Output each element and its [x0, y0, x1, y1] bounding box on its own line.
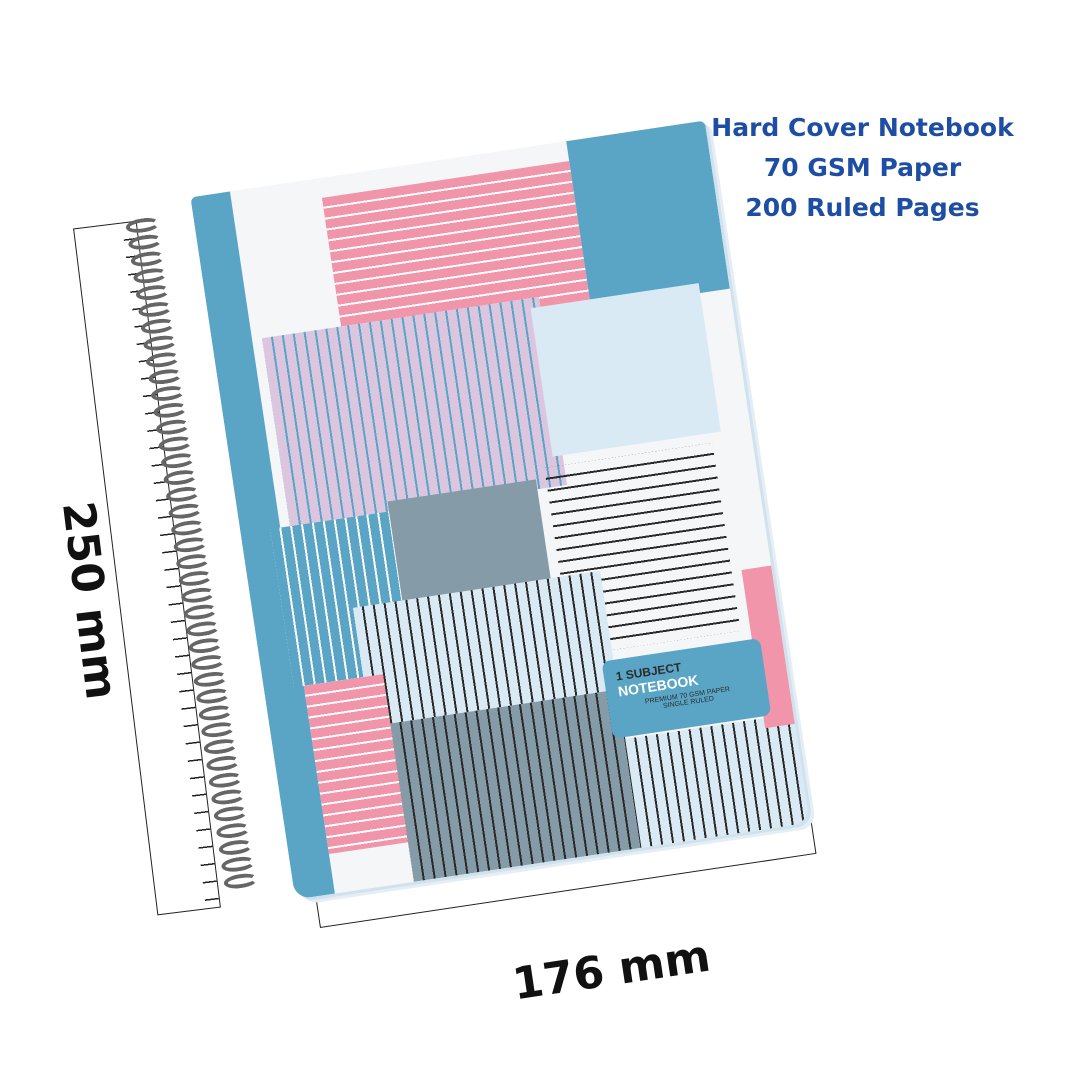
spiral-ring [124, 215, 161, 235]
info-line-paper: 70 GSM Paper [763, 153, 962, 182]
spiral-ring [187, 636, 224, 656]
spiral-ring [197, 703, 234, 723]
spiral-ring [207, 770, 244, 790]
spiral-ring [145, 350, 181, 370]
notebook-cover: 1 SUBJECT NOTEBOOK PREMIUM 70 GSM PAPER … [190, 120, 810, 900]
grey-lower-block [390, 689, 642, 882]
spiral-ring [152, 400, 189, 420]
product-info: Hard Cover Notebook 70 GSM Paper 200 Rul… [690, 108, 1035, 228]
spiral-ring [170, 518, 206, 538]
spiral-ring [200, 720, 236, 740]
spiral-ring [215, 821, 252, 841]
spiral-ring [205, 753, 242, 773]
info-line-cover: Hard Cover Notebook [711, 113, 1014, 142]
spiral-ring [192, 669, 229, 689]
spiral-ring [190, 653, 226, 672]
spiral-ring [185, 619, 221, 639]
spiral-ring [127, 232, 164, 252]
spiral-ring [132, 266, 169, 286]
blue-block [566, 120, 730, 310]
spiral-ring [212, 804, 249, 824]
spiral-ring [180, 585, 216, 605]
spiral-ring [202, 737, 239, 757]
spiral-ring [147, 367, 184, 387]
spiral-ring [160, 451, 196, 471]
spiral-ring [220, 854, 257, 874]
spiral-ring [134, 283, 171, 303]
spiral-ring [155, 417, 191, 437]
spiral-ring [167, 501, 204, 521]
spiral-ring [129, 249, 166, 269]
info-line-pages: 200 Ruled Pages [745, 193, 980, 222]
spiral-ring [139, 316, 176, 336]
spiral-ring [137, 299, 174, 319]
spiral-ring [217, 838, 254, 857]
spiral-ring [162, 468, 199, 487]
spiral-ring [157, 434, 194, 454]
spiral-ring [142, 333, 179, 353]
spiral-ring [150, 384, 186, 403]
spiral-ring [182, 602, 219, 622]
spiral-ring [195, 686, 231, 706]
spiral-ring [177, 569, 214, 588]
spiral-ring [222, 871, 259, 891]
spiral-ring [175, 552, 211, 572]
width-dimension: 176 mm [509, 930, 714, 1011]
spiral-ring [165, 484, 201, 504]
pale-block [530, 283, 721, 457]
spiral-ring [210, 787, 247, 807]
spiral-ring [172, 535, 209, 555]
